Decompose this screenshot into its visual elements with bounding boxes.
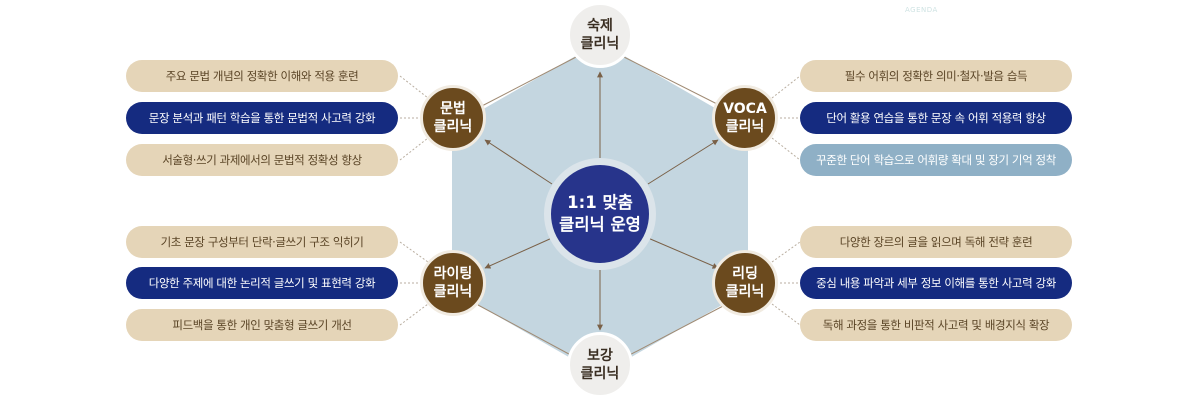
node-writing-line2: 클리닉 — [433, 284, 473, 300]
center-line2: 클리닉 운영 — [559, 215, 641, 234]
node-grammar-line2: 클리닉 — [433, 119, 473, 135]
node-writing-line1: 라이팅 — [433, 265, 473, 282]
node-homework-line1: 숙제 — [587, 17, 613, 34]
node-review-clinic: 보강 클리닉 — [567, 332, 633, 398]
grammar-item-1: 주요 문법 개념의 정확한 이해와 적용 훈련 — [126, 60, 398, 92]
writing-item-1: 기초 문장 구성부터 단락·글쓰기 구조 익히기 — [126, 226, 398, 258]
writing-item-2: 다양한 주제에 대한 논리적 글쓰기 및 표현력 강화 — [126, 267, 398, 299]
node-homework-clinic: 숙제 클리닉 — [567, 2, 633, 68]
spoke-reading — [647, 237, 719, 269]
reading-item-2: 중심 내용 파악과 세부 정보 이해를 통한 사고력 강화 — [800, 267, 1072, 299]
spoke-writing — [484, 237, 553, 269]
grammar-item-3: 서술형·쓰기 과제에서의 문법적 정확성 향상 — [126, 144, 398, 176]
node-reading-line1: 리딩 — [732, 265, 758, 282]
node-review-line2: 클리닉 — [580, 366, 620, 382]
spoke-grammar — [484, 139, 553, 185]
voca-item-2: 단어 활용 연습을 통한 문장 속 어휘 적용력 향상 — [800, 102, 1072, 134]
node-reading-line2: 클리닉 — [725, 284, 765, 300]
node-grammar-clinic: 문법 클리닉 — [420, 85, 486, 151]
node-homework-line2: 클리닉 — [580, 36, 620, 52]
node-grammar-line1: 문법 — [440, 100, 466, 117]
voca-item-1: 필수 어휘의 정확한 의미·철자·발음 습득 — [800, 60, 1072, 92]
node-voca-line2: 클리닉 — [725, 119, 765, 135]
spoke-lines — [484, 71, 719, 331]
node-review-line1: 보강 — [587, 347, 613, 364]
reading-item-1: 다양한 장르의 글을 읽으며 독해 전략 훈련 — [800, 226, 1072, 258]
voca-item-3: 꾸준한 단어 학습으로 어휘량 확대 및 장기 기억 정착 — [800, 144, 1072, 176]
spoke-voca — [647, 139, 719, 185]
grammar-item-2: 문장 분석과 패턴 학습을 통한 문법적 사고력 강화 — [126, 102, 398, 134]
center-hub: 1:1 맞춤 클리닉 운영 — [544, 158, 656, 270]
reading-item-3: 독해 과정을 통한 비판적 사고력 및 배경지식 확장 — [800, 309, 1072, 341]
node-voca-line1: VOCA — [723, 100, 767, 117]
rim-lines — [477, 54, 726, 361]
watermark-text: AGENDA — [905, 6, 938, 14]
node-writing-clinic: 라이팅 클리닉 — [420, 250, 486, 316]
writing-item-3: 피드백을 통한 개인 맞춤형 글쓰기 개선 — [126, 309, 398, 341]
node-voca-clinic: VOCA 클리닉 — [712, 85, 778, 151]
node-reading-clinic: 리딩 클리닉 — [712, 250, 778, 316]
center-line1: 1:1 맞춤 — [567, 192, 633, 212]
